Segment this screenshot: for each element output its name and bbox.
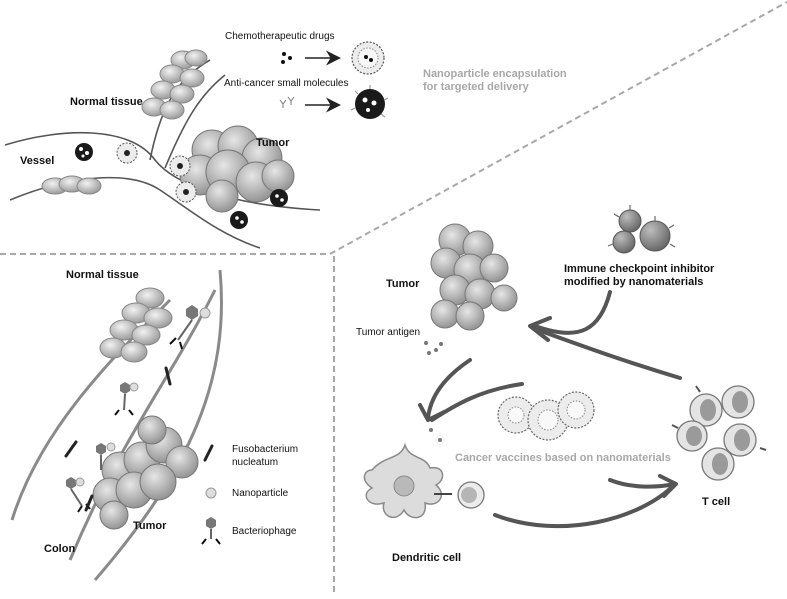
bacteriophage-icon — [66, 305, 211, 513]
dendritic-cell-label: Dendritic cell — [392, 552, 462, 564]
checkpoint-line2: modified by nanomaterials — [564, 276, 704, 288]
legend-bacteriophage-label: Bacteriophage — [232, 526, 297, 537]
fusobacterium-icon — [64, 366, 172, 512]
tumor-label-top: Tumor — [256, 137, 290, 149]
legend-nanoparticle-icon — [205, 487, 217, 499]
vessel-cells — [41, 175, 102, 195]
encapsulation-line2: for targeted delivery — [423, 81, 529, 93]
tumor-cluster-bottom — [92, 415, 199, 530]
small-molecule-icon — [279, 96, 295, 108]
tumor-label-right: Tumor — [386, 278, 420, 290]
arrow-heads — [418, 316, 678, 498]
tumor-label-bottom: Tumor — [133, 520, 167, 532]
drug-label: Chemotherapeutic drugs — [225, 31, 335, 42]
t-cell-icon — [671, 385, 767, 481]
colon-label: Colon — [44, 543, 76, 555]
t-cell-label: T cell — [702, 496, 731, 508]
legend-nanoparticle-label: Nanoparticle — [232, 488, 289, 499]
checkpoint-inhibitor-icon — [607, 205, 676, 254]
tumor-cluster-right — [430, 223, 518, 331]
encapsulation-line1: Nanoparticle encapsulation — [423, 68, 567, 80]
vaccines-label: Cancer vaccines based on nanomaterials — [455, 452, 671, 464]
vessel-label: Vessel — [20, 155, 55, 167]
legend-fuso-line2: nucleatum — [232, 457, 279, 468]
dark-nanoparticle-icon — [75, 143, 93, 161]
normal-tissue-label-top: Normal tissue — [70, 96, 143, 108]
normal-tissue-cells-bottom — [99, 287, 173, 363]
nanoparticle-liposome-icon — [116, 142, 138, 164]
drug-dots-icon — [281, 52, 292, 64]
legend-fuso-line1: Fusobacterium — [232, 444, 299, 455]
drug-liposome-icon — [351, 41, 385, 75]
normal-tissue-cells-top — [141, 49, 208, 120]
vaccine-nanoparticles-icon — [497, 391, 595, 441]
legend-fusobacterium-icon — [203, 444, 214, 462]
t-cell-naive-icon — [457, 481, 485, 509]
dark-nanoparticle-in-tumor — [230, 189, 288, 229]
small-molecule-label: Anti-cancer small molecules — [224, 78, 349, 89]
checkpoint-line1: Immune checkpoint inhibitor — [564, 263, 715, 275]
normal-tissue-label-bottom: Normal tissue — [66, 269, 139, 281]
dendritic-cell-icon — [363, 442, 452, 519]
legend-bacteriophage-icon — [201, 517, 221, 545]
dark-nanoparticle-large-icon — [350, 85, 389, 119]
tumor-antigen-dots — [424, 341, 443, 442]
liposome-in-tumor — [169, 155, 197, 203]
tumor-antigen-label: Tumor antigen — [356, 327, 421, 338]
